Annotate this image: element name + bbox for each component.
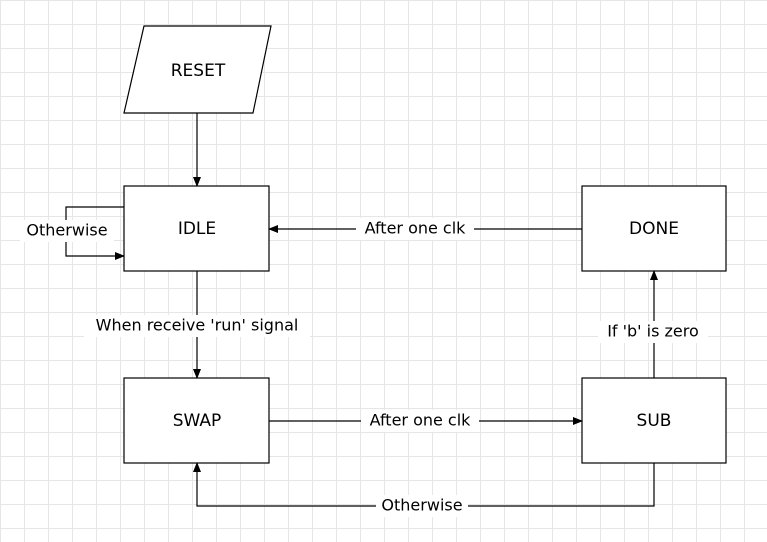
reset-label: RESET — [171, 61, 226, 81]
svg-text:After one clk: After one clk — [365, 219, 467, 238]
svg-text:Otherwise: Otherwise — [26, 221, 107, 240]
svg-text:Otherwise: Otherwise — [381, 496, 462, 515]
idle-label: IDLE — [178, 219, 216, 239]
edge-idle-self-loop-label: Otherwise — [20, 220, 114, 242]
sub-label: SUB — [637, 411, 672, 431]
sub-node[interactable]: SUB — [581, 377, 727, 464]
swap-label: SWAP — [173, 411, 222, 431]
edge-sub-to-swap-label: Otherwise — [376, 495, 468, 517]
swap-node[interactable]: SWAP — [123, 377, 270, 464]
reset-node[interactable]: RESET — [123, 25, 272, 114]
edge-idle-to-swap-label: When receive 'run' signal — [84, 315, 310, 337]
svg-text:If 'b' is zero: If 'b' is zero — [607, 322, 699, 341]
idle-node[interactable]: IDLE — [123, 185, 270, 272]
edge-done-to-idle-label: After one clk — [356, 218, 474, 240]
edge-swap-to-sub-label: After one clk — [361, 410, 479, 432]
svg-text:When receive 'run' signal: When receive 'run' signal — [96, 316, 299, 335]
svg-text:After one clk: After one clk — [370, 411, 472, 430]
done-label: DONE — [629, 219, 679, 239]
done-node[interactable]: DONE — [581, 185, 727, 272]
edge-sub-to-done-label: If 'b' is zero — [598, 321, 708, 343]
